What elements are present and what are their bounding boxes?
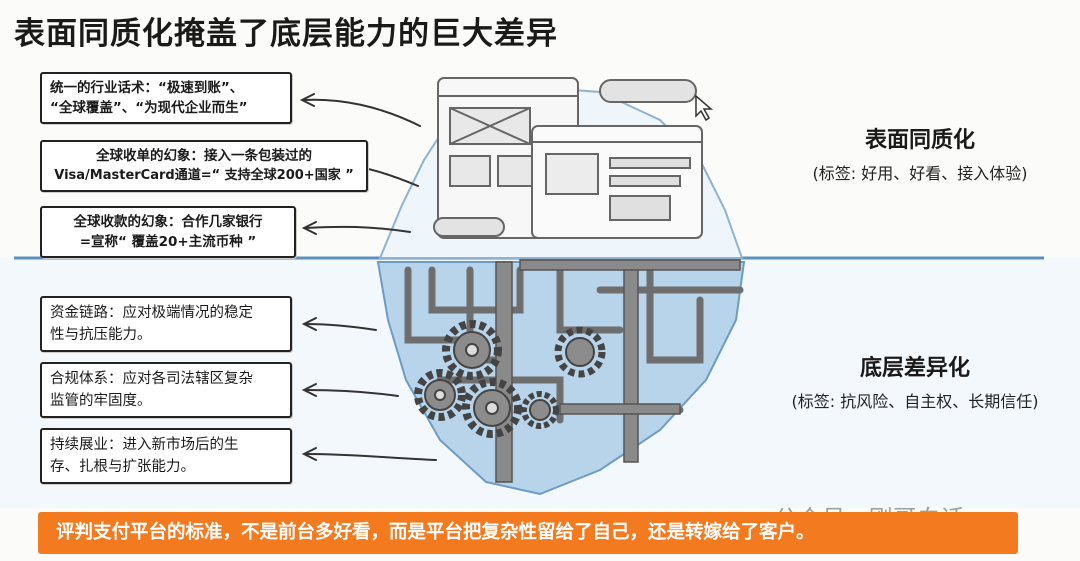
callout-line: 性与抗压能力。 <box>50 327 152 343</box>
gears <box>414 320 606 438</box>
surface-subtitle: (标签: 好用、好看、接入体验) <box>812 164 1028 183</box>
callout-line: 持续展业：进入新市场后的生 <box>50 437 239 453</box>
arrow-3-head <box>301 221 317 235</box>
callout-global-acquiring: 全球收单的幻象：接入一条包装过的 Visa/MasterCard通道=“ 支持全… <box>40 140 368 192</box>
arrow-1-head <box>299 93 315 107</box>
arrow-4-head <box>301 317 317 331</box>
surface-heading: 表面同质化 <box>864 128 975 153</box>
page-title: 表面同质化掩盖了底层能力的巨大差异 <box>14 16 558 52</box>
callout-line: Visa/MasterCard通道=“ 支持全球200+国家 ” <box>54 168 354 183</box>
arrow-6 <box>305 453 437 461</box>
callout-industry-slogans: 统一的行业话术：“极速到账”、 “全球覆盖”、“为现代企业而生” <box>40 72 292 124</box>
website-mockup-front <box>531 125 703 239</box>
callout-compliance: 合规体系：应对各司法辖区复杂 监管的牢固度。 <box>40 362 292 418</box>
surface-homogeneity-block: 表面同质化 (标签: 好用、好看、接入体验) <box>770 122 1070 184</box>
callout-business-expansion: 持续展业：进入新市场后的生 存、扎根与扩张能力。 <box>40 428 292 484</box>
callout-global-collection: 全球收款的幻象：合作几家银行 =宣称“ 覆盖20+主流币种 ” <box>40 206 296 258</box>
callout-fund-flow: 资金链路：应对极端情况的稳定 性与抗压能力。 <box>40 296 292 352</box>
callout-line: 统一的行业话术：“极速到账”、 <box>50 80 244 96</box>
arrow-3 <box>305 225 411 233</box>
callout-line: 监管的牢固度。 <box>50 393 152 409</box>
bottom-heading: 底层差异化 <box>859 356 970 381</box>
callout-line: =宣称“ 覆盖20+主流币种 ” <box>79 234 257 250</box>
callout-line: 合规体系：应对各司法辖区复杂 <box>50 371 253 387</box>
mock-button-small <box>433 217 505 237</box>
conclusion-banner: 评判支付平台的标准，不是前台多好看，而是平台把复杂性留给了自己，还是转嫁给了客户… <box>38 512 1018 554</box>
mock-button <box>599 79 697 103</box>
callout-line: 存、扎根与扩张能力。 <box>50 459 195 475</box>
callout-line: “全球覆盖”、“为现代企业而生” <box>50 100 248 116</box>
callout-line: 资金链路：应对极端情况的稳定 <box>50 305 253 321</box>
arrow-5-head <box>301 383 317 397</box>
arrow-1 <box>303 98 421 127</box>
cursor-icon <box>695 94 714 122</box>
bottom-subtitle: (标签: 抗风险、自主权、长期信任) <box>791 392 1039 411</box>
callout-line: 全球收款的幻象：合作几家银行 <box>73 214 263 230</box>
bottom-differentiation-block: 底层差异化 (标签: 抗风险、自主权、长期信任) <box>760 350 1070 412</box>
arrow-5 <box>305 389 399 397</box>
callout-line: 全球收单的幻象：接入一条包装过的 <box>96 148 312 164</box>
arrow-4 <box>305 323 377 331</box>
arrow-6-head <box>301 447 317 461</box>
